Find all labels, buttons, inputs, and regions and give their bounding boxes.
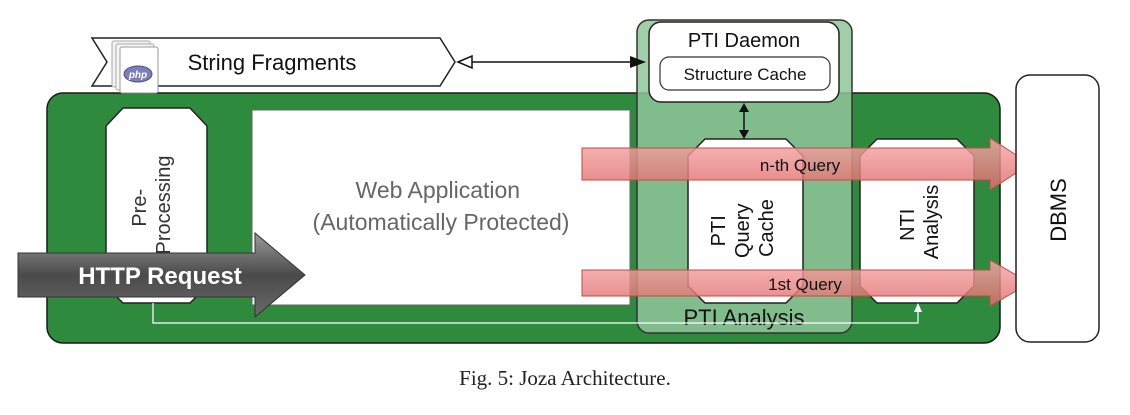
http-request-label: HTTP Request bbox=[78, 263, 242, 290]
structure-cache-box bbox=[659, 56, 831, 91]
pti-analysis-label: PTI Analysis bbox=[683, 305, 804, 330]
web-application-label: Web Application (Automatically Protected… bbox=[313, 177, 570, 235]
fragments-arrowhead bbox=[456, 54, 473, 70]
nti-analysis-label: NTI Analysis bbox=[897, 185, 943, 259]
dbms-box bbox=[1015, 74, 1100, 343]
bypass-line bbox=[152, 303, 919, 324]
http-request-arrow bbox=[17, 231, 306, 319]
structure-cache-label: Structure Cache bbox=[684, 65, 807, 84]
architecture-diagram: Pre- Processing Web Application (Automat… bbox=[17, 19, 1100, 344]
web-application-box bbox=[251, 109, 631, 306]
pre-processing-label: Pre- Processing bbox=[129, 156, 175, 255]
pti-query-cache-label: PTI Query Cache bbox=[708, 198, 778, 258]
daemon-cache-arrowhead-up bbox=[739, 103, 749, 112]
php-files-icon: php bbox=[111, 40, 159, 94]
nth-query-arrow bbox=[581, 137, 1031, 191]
first-query-label: 1st Query bbox=[768, 275, 842, 294]
dbms-label: DBMS bbox=[1046, 178, 1071, 242]
figure-caption: Fig. 5: Joza Architecture. bbox=[459, 366, 671, 390]
string-fragments-label: String Fragments bbox=[188, 50, 357, 75]
svg-text:php: php bbox=[128, 70, 147, 81]
bypass-arrowhead bbox=[914, 303, 922, 312]
first-query-arrow bbox=[581, 259, 1032, 307]
nth-query-label: n-th Query bbox=[760, 156, 841, 175]
string-fragments-box bbox=[90, 37, 456, 87]
daemon-arrowhead bbox=[630, 56, 646, 68]
daemon-cache-arrowhead-down bbox=[739, 130, 749, 139]
pti-daemon-label: PTI Daemon bbox=[688, 30, 800, 52]
